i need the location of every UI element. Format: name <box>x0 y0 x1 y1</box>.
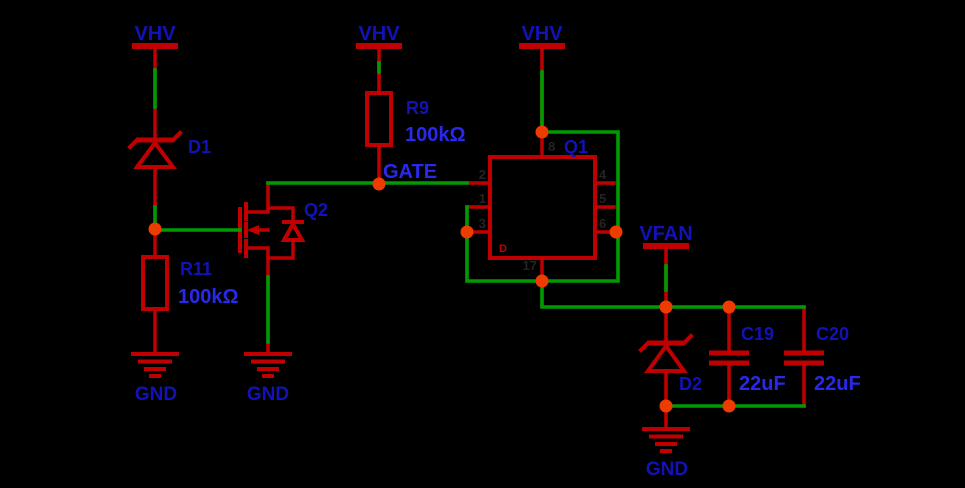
gnd-icon <box>131 352 179 378</box>
gnd-icon <box>642 427 690 453</box>
junction-dot <box>722 399 736 413</box>
zener-tails <box>127 130 183 150</box>
c19-value: 22uF <box>739 373 786 395</box>
junction-dot <box>659 399 673 413</box>
capacitor-c20-symbol <box>784 350 824 366</box>
junction-dot <box>722 300 736 314</box>
q1-pin-number-right-top: 4 <box>599 167 607 182</box>
c20-value: 22uF <box>814 373 861 395</box>
d1-reference: D1 <box>188 137 211 157</box>
gnd-label-left: GND <box>135 384 177 405</box>
body-diode-loop <box>266 206 295 260</box>
zener-diode-d1-symbol <box>127 130 183 169</box>
junction-dot <box>148 222 162 236</box>
gnd-symbol-d2 <box>642 427 690 453</box>
power-label-vhv-left: VHV <box>134 23 176 45</box>
body-diode-triangle <box>280 219 306 242</box>
net-segment <box>540 279 806 309</box>
q1-pin-number-left-mid: 1 <box>479 191 486 206</box>
power-label-vhv-middle: VHV <box>358 23 400 45</box>
junction-dots <box>148 125 736 413</box>
d2-reference: D2 <box>679 374 702 394</box>
q1-reference: Q1 <box>564 137 588 157</box>
c20-reference: C20 <box>816 324 849 344</box>
junction-dot <box>460 225 474 239</box>
junction-dot <box>659 300 673 314</box>
resistor-r11-symbol <box>141 255 169 311</box>
net-label-gate: GATE <box>383 161 437 183</box>
q1-pin-number-top: 8 <box>548 139 555 154</box>
junction-dot <box>372 177 386 191</box>
capacitor-c19-symbol <box>709 350 749 366</box>
q1-pin-number-right-mid: 5 <box>599 191 606 206</box>
q1-pin-number-bottom: 17 <box>523 258 537 273</box>
r9-value: 100kΩ <box>405 124 466 146</box>
q1-pin-number-right-bottom: 6 <box>599 216 606 231</box>
q2-reference: Q2 <box>304 200 328 220</box>
gnd-icon <box>244 352 292 378</box>
junction-dot <box>535 125 549 139</box>
diode-triangle <box>133 139 177 169</box>
zener-tails <box>638 333 694 353</box>
resistor-r9-symbol <box>365 91 393 147</box>
gnd-label-d2: GND <box>646 459 688 480</box>
c19-reference: C19 <box>741 324 774 344</box>
power-label-vhv-right: VHV <box>521 23 563 45</box>
mosfet-arrow-icon <box>247 225 259 235</box>
r11-reference: R11 <box>180 259 212 279</box>
mosfet-source-stub <box>244 246 270 279</box>
diode-triangle <box>644 342 688 373</box>
gnd-symbol-q2 <box>244 352 292 378</box>
q1-pin-number-left-bottom: 3 <box>479 216 486 231</box>
q1-pin-number-left-top: 2 <box>479 167 486 182</box>
junction-dot <box>609 225 623 239</box>
mosfet-ic-q1-symbol <box>488 155 597 260</box>
gnd-symbol-left <box>131 352 179 378</box>
net-segment <box>465 130 620 283</box>
power-label-vfan: VFAN <box>639 223 692 245</box>
r11-value: 100kΩ <box>178 286 239 308</box>
r9-reference: R9 <box>406 98 429 118</box>
gnd-label-q2: GND <box>247 384 289 405</box>
zener-diode-d2-symbol <box>638 333 694 373</box>
highlighted-net-wires <box>153 61 806 408</box>
q1-d-mark: D <box>499 243 507 255</box>
junction-dot <box>535 274 549 288</box>
